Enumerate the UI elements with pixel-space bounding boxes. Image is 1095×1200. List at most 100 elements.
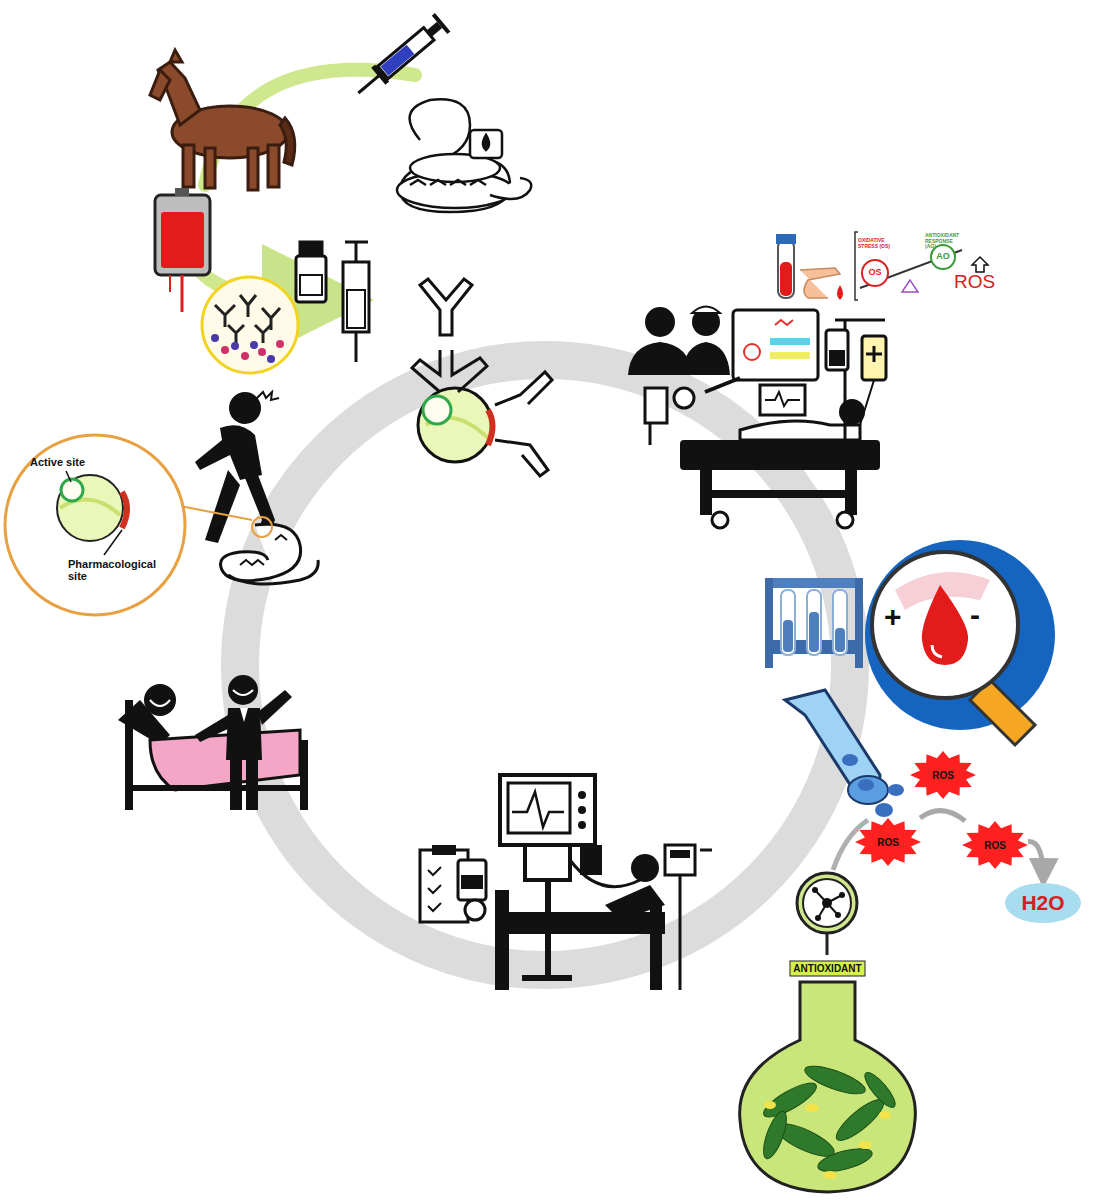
antibody-enzyme-complex xyxy=(423,396,451,424)
antibody-enzyme-complex xyxy=(412,279,552,476)
hospital-care-scene xyxy=(628,342,692,375)
hospital-care-scene xyxy=(645,307,675,337)
plant-extract-flask xyxy=(760,1077,821,1123)
balance-circle: AO xyxy=(933,247,953,267)
blood-test-magnifier xyxy=(932,645,942,657)
hospital-care-scene xyxy=(862,336,886,380)
oxidative-stress-panel xyxy=(778,240,794,298)
recovered-patient-scene xyxy=(230,760,242,810)
hospital-care-scene xyxy=(866,346,882,362)
bitten-person-icon xyxy=(205,470,240,543)
node-shape xyxy=(910,751,976,799)
oxidative-stress-panel xyxy=(837,285,843,300)
intensive-care-scene xyxy=(512,792,564,827)
bitten-person-icon xyxy=(255,392,279,400)
blood-test-magnifier xyxy=(872,552,1018,698)
intensive-care-scene xyxy=(432,845,456,855)
test-tube-rack-icon xyxy=(765,578,863,588)
blood-bag-icon xyxy=(169,275,171,292)
antibody-pool-icon xyxy=(221,346,229,354)
horse-icon xyxy=(150,50,295,190)
snake-bite-icon xyxy=(252,517,272,537)
horse-icon xyxy=(183,145,194,187)
node-text: ROS xyxy=(877,837,899,848)
hospital-care-scene xyxy=(705,378,740,392)
oxidative-stress-panel xyxy=(862,260,888,286)
horse-icon xyxy=(280,118,295,165)
horse-icon xyxy=(268,145,279,187)
antibody-pool-icon xyxy=(231,342,239,350)
annotation-label: Active site xyxy=(30,456,85,468)
antivenom-syringe-icon xyxy=(343,242,369,362)
oxidative-stress-panel xyxy=(800,268,840,298)
plant-extract-flask xyxy=(805,1104,819,1112)
intensive-care-scene xyxy=(461,875,483,889)
plant-extract-flask xyxy=(740,982,916,1192)
intensive-care-scene xyxy=(525,845,570,880)
ros-burst: ROS xyxy=(855,818,921,866)
node-shape xyxy=(790,961,865,976)
oxidative-stress-panel xyxy=(855,232,858,300)
intensive-care-scene xyxy=(631,854,659,882)
antioxidant-molecule-icon xyxy=(812,887,845,921)
node-text: AO xyxy=(936,252,950,262)
annotation-label: - xyxy=(970,598,980,631)
node-text: H2O xyxy=(1021,891,1064,914)
antibody-pool-icon xyxy=(221,340,284,360)
hospital-care-scene xyxy=(826,330,848,370)
recovered-patient-scene xyxy=(150,730,300,790)
hospital-care-scene xyxy=(775,320,793,325)
blood-test-magnifier xyxy=(865,540,1055,730)
hospital-care-scene xyxy=(770,338,810,345)
test-tube-rack-icon xyxy=(781,590,795,655)
antivenom-syringe-icon xyxy=(355,332,358,362)
plant-extract-flask xyxy=(802,1061,868,1100)
horse-icon xyxy=(248,148,258,190)
antibody-enzyme-complex xyxy=(412,350,487,392)
antibody-pool-icon xyxy=(202,277,298,373)
hospital-care-scene xyxy=(674,388,694,408)
node-text: ROS xyxy=(932,770,954,781)
recovered-patient-scene xyxy=(258,690,292,725)
intensive-care-scene xyxy=(465,900,485,920)
intensive-care-scene xyxy=(428,867,441,911)
antivenom-vial-icon xyxy=(300,242,322,256)
antibody-pool-icon xyxy=(250,341,258,349)
plant-extract-flask xyxy=(764,1101,891,1179)
enzyme-callout xyxy=(104,530,122,555)
recovered-patient-scene xyxy=(150,700,170,706)
antibody-pool-icon xyxy=(211,334,275,363)
enzyme-callout xyxy=(5,435,252,615)
horse-icon xyxy=(205,148,215,188)
snake-icon xyxy=(410,180,486,185)
plant-extract-flask xyxy=(759,1109,791,1161)
syringe-icon xyxy=(371,65,389,85)
recovered-patient-scene xyxy=(240,708,248,722)
plant-extract-flask xyxy=(879,1111,891,1119)
annotation-label: ANTIOXIDANT RESPONSE (AO) xyxy=(925,233,963,250)
hospital-care-scene xyxy=(829,350,845,366)
antioxidant-molecule-icon xyxy=(815,915,821,921)
blood-bag-icon xyxy=(155,188,210,312)
tag-box: ANTIOXIDANT xyxy=(790,961,865,976)
node-shape xyxy=(855,818,921,866)
hospital-care-scene xyxy=(680,440,880,470)
antioxidant-molecule-icon xyxy=(839,892,845,898)
product-ellipse: H2O xyxy=(1005,883,1081,923)
hospital-care-scene xyxy=(835,319,885,322)
intensive-care-scene xyxy=(570,860,640,887)
blood-bag-icon xyxy=(155,195,210,275)
plant-extract-flask xyxy=(764,1101,776,1109)
recovered-patient-scene xyxy=(118,675,308,810)
enzyme-callout xyxy=(61,479,83,501)
test-tube-rack-icon xyxy=(809,612,819,652)
recovered-patient-scene xyxy=(228,675,258,705)
oxidative-stress-panel xyxy=(902,280,918,292)
antioxidant-molecule-icon xyxy=(812,887,818,893)
antioxidant-molecule-icon xyxy=(797,873,857,955)
ros-burst: ROS xyxy=(962,821,1028,869)
recovered-patient-scene xyxy=(233,690,253,695)
antibody-pool-icon xyxy=(211,334,219,342)
blood-bag-icon xyxy=(175,188,189,196)
